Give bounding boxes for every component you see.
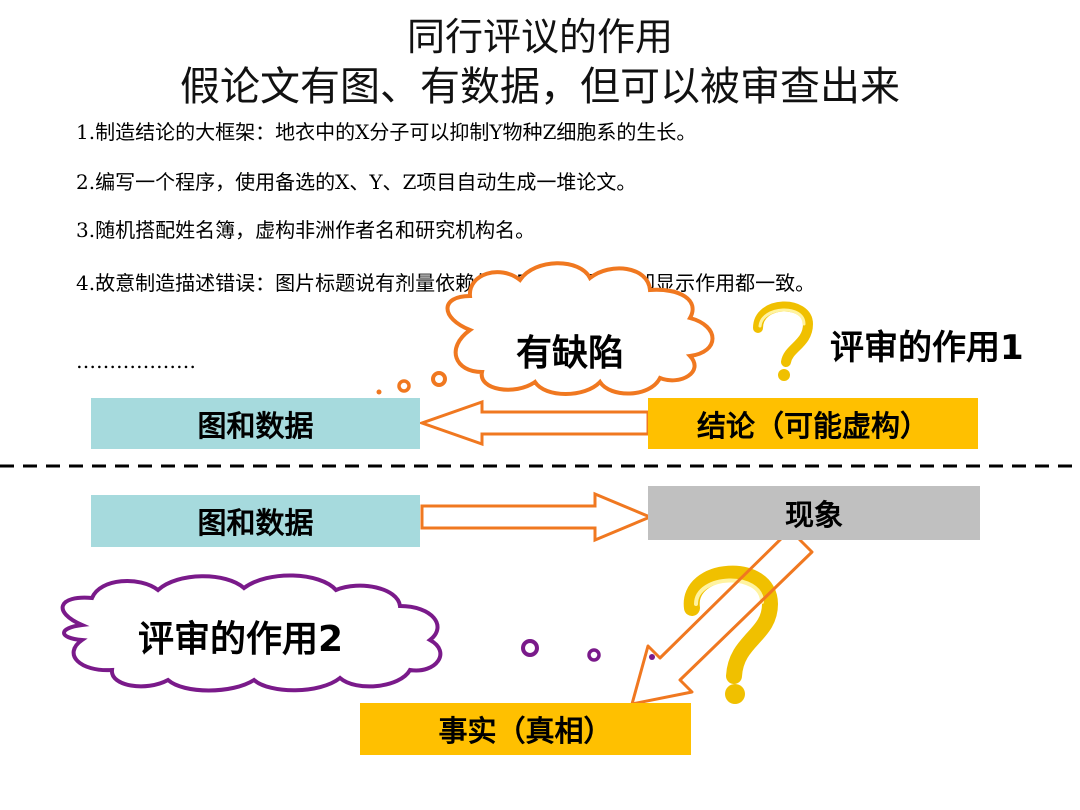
phenomenon-box: 现象 xyxy=(648,486,980,540)
cloud-top-bubble-3 xyxy=(376,389,382,395)
cloud-bottom-bubble-3 xyxy=(649,654,655,660)
cloud-top-label: 有缺陷 xyxy=(516,333,625,374)
data-box-bottom: 图和数据 xyxy=(91,495,420,547)
slide-subtitle: 假论文有图、有数据，但可以被审查出来 xyxy=(180,64,900,110)
arrow-data-to-phenomenon xyxy=(420,491,654,543)
cloud-top-bubble-1 xyxy=(431,371,447,387)
truth-box: 事实（真相） xyxy=(360,703,691,755)
point-1: 1.制造结论的大框架：地衣中的X分子可以抑制Y物种Z细胞系的生长。 xyxy=(76,120,697,144)
cloud-bottom-bubble-2 xyxy=(587,648,601,662)
question-mark-top-icon xyxy=(753,301,814,381)
question-mark-bottom-icon xyxy=(683,565,779,704)
point-ellipsis: ……………… xyxy=(76,349,196,373)
point-3: 3.随机搭配姓名簿，虚构非洲作者名和研究机构名。 xyxy=(76,218,536,242)
cloud-bottom-shape xyxy=(60,573,443,693)
cloud-bottom-label: 评审的作用2 xyxy=(138,619,344,660)
point-4: 4.故意制造描述错误：图片标题说有剂量依赖的作用，然而数据却显示作用都一致。 xyxy=(76,271,816,295)
conclusion-box: 结论（可能虚构） xyxy=(648,398,978,449)
cloud-top-shape xyxy=(445,261,715,396)
point-2: 2.编写一个程序，使用备选的X、Y、Z项目自动生成一堆论文。 xyxy=(76,170,637,194)
arrow-phenomenon-to-truth xyxy=(630,526,814,706)
arrow-conclusion-to-data xyxy=(417,399,650,447)
cloud-top-bubble-2 xyxy=(397,379,411,393)
review-role-1-label: 评审的作用1 xyxy=(830,328,1024,368)
data-box-top: 图和数据 xyxy=(91,398,420,449)
slide-title: 同行评议的作用 xyxy=(406,15,673,59)
cloud-bottom-bubble-1 xyxy=(521,639,539,657)
